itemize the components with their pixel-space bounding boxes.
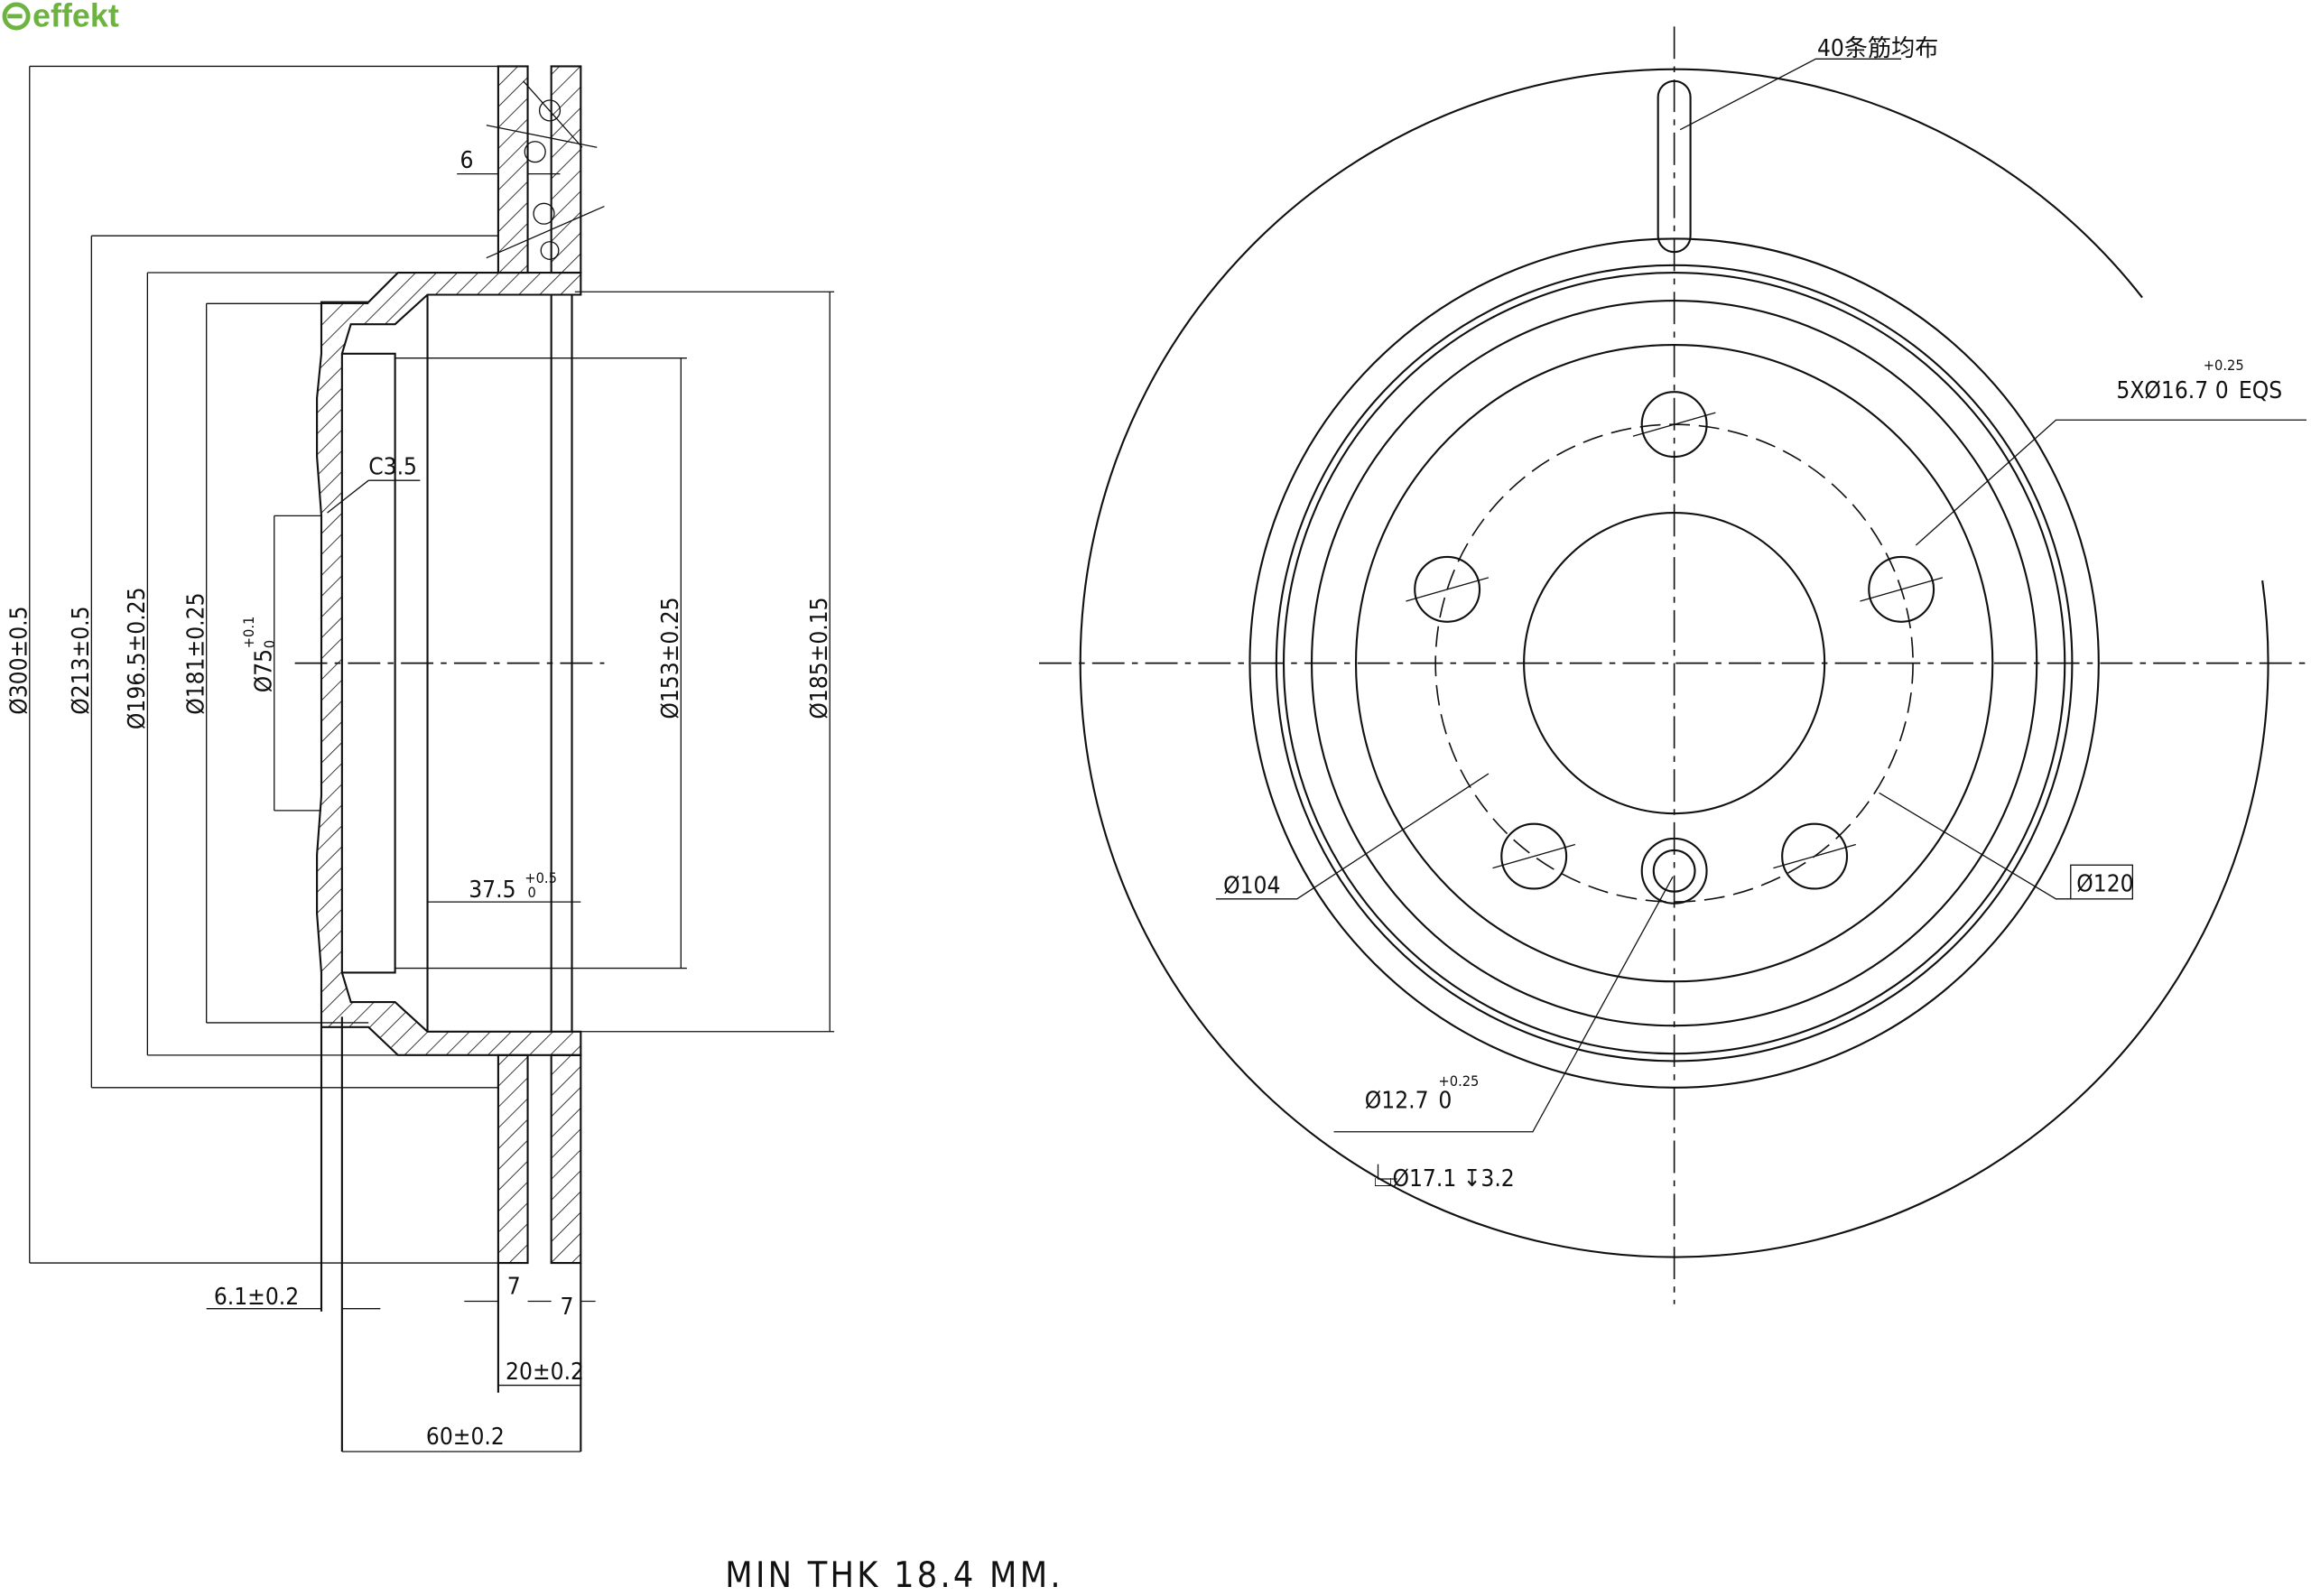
- logo-text: effekt: [32, 0, 119, 33]
- plate-outboard-bottom: [550, 1053, 582, 1265]
- dim-plate-left: 7: [507, 1273, 521, 1300]
- dim-d75-tol-upper: +0.1: [240, 617, 257, 649]
- effekt-logo: effekt: [2, 0, 119, 33]
- dim-d196: Ø196.5±0.25: [124, 587, 151, 729]
- plate-outboard-top: [550, 65, 582, 274]
- dim-vent-gap: 6: [459, 147, 473, 174]
- min-thickness-note: MIN THK 18.4 MM.: [725, 1555, 1063, 1596]
- pcd-outer-label: Ø120: [2076, 871, 2133, 898]
- small-hole-tol-upper: +0.25: [1438, 1072, 1479, 1090]
- dim-hat-wall: 6.1±0.2: [214, 1284, 299, 1311]
- bolt-hole: [1781, 822, 1849, 890]
- dim-d153: Ø153±0.25: [657, 597, 684, 719]
- dim-d213: Ø213±0.5: [68, 606, 95, 714]
- dim-d300: Ø300±0.5: [6, 606, 33, 714]
- dim-d75-tol-lower: 0: [261, 640, 278, 648]
- bolt-hole-mark: [1406, 577, 1490, 602]
- section-dimension-labels: Ø300±0.5 Ø213±0.5 Ø196.5±0.25 Ø181±0.25 …: [6, 147, 833, 1451]
- plate-inboard-top: [497, 65, 529, 274]
- bolt-hole-tol-lower: 0: [2215, 377, 2229, 404]
- bolt-hole: [1500, 822, 1568, 890]
- plate-inboard-bottom: [497, 1053, 529, 1265]
- bolt-hole-mark: [1773, 843, 1856, 869]
- bolt-hole-label: 5XØ16.7: [2116, 377, 2208, 404]
- small-hole-tol-lower: 0: [1438, 1088, 1452, 1115]
- bolt-hole: [1868, 555, 1935, 623]
- dim-offset-tol-lower: 0: [528, 884, 536, 901]
- section-view: Ø300±0.5 Ø213±0.5 Ø196.5±0.25 Ø181±0.25 …: [6, 65, 835, 1452]
- dim-offset: 37.5: [469, 877, 515, 904]
- dim-chamfer: C3.5: [368, 454, 417, 481]
- ribs-note: 40条筋均布: [1817, 35, 1938, 62]
- dim-plate-right: 7: [560, 1294, 573, 1321]
- disc-outer-edge: [1079, 68, 2269, 1258]
- small-hole-label: Ø12.7: [1365, 1088, 1429, 1115]
- front-view-static: 40条筋均布 5XØ16.7 +0.25 0 EQS Ø104 Ø120 Ø12…: [1039, 26, 2306, 1304]
- bolt-hole: [1414, 555, 1481, 623]
- dim-d185: Ø185±0.15: [806, 597, 833, 719]
- dim-height: 60±0.2: [426, 1424, 505, 1451]
- counterbore-label: ⌴Ø17.1 ↧3.2: [1374, 1165, 1515, 1192]
- vent-rib-slot: [1657, 79, 1692, 254]
- dim-offset-tol-upper: +0.5: [524, 869, 557, 886]
- dim-thickness: 20±0.2: [506, 1359, 584, 1386]
- pcd-inner-label: Ø104: [1223, 872, 1280, 899]
- dim-d181: Ø181±0.25: [182, 592, 209, 714]
- bolt-hole-suffix: EQS: [2239, 377, 2282, 404]
- bolt-hole-mark: [1860, 577, 1944, 602]
- hat-section: [316, 271, 582, 1056]
- pcd-outer-box: [2070, 864, 2134, 900]
- bolt-hole-tol-upper: +0.25: [2204, 357, 2244, 374]
- bolt-hole-mark: [1492, 843, 1576, 869]
- dim-d75: Ø75: [250, 649, 277, 692]
